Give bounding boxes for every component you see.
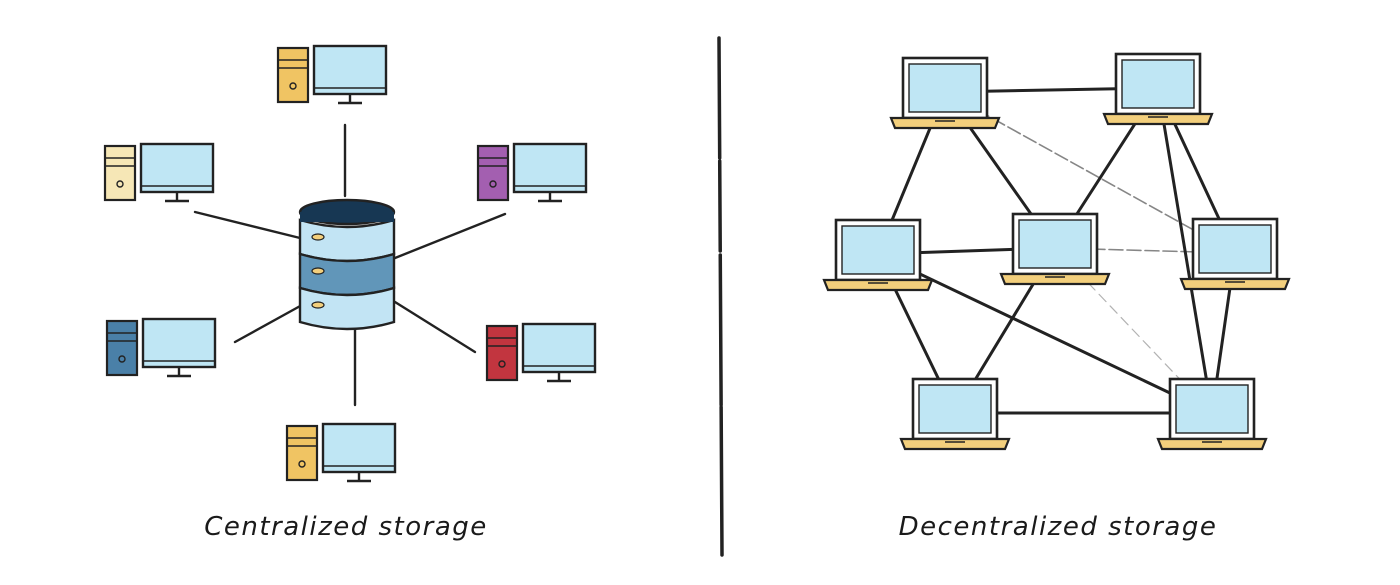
centralized-caption: Centralized storage: [204, 512, 488, 542]
spoke-line-lower-right: [393, 300, 477, 354]
power-icon: [116, 180, 124, 188]
laptop-screen: [908, 63, 982, 113]
laptop-node-G: [1156, 377, 1268, 451]
database-band: [298, 218, 396, 263]
laptop-screen: [1198, 224, 1272, 274]
laptop-node-F: [899, 377, 1011, 451]
link-B-G: [1156, 86, 1214, 415]
laptop-node-C: [822, 218, 934, 292]
power-icon: [489, 180, 497, 188]
database-slot: [311, 233, 325, 241]
tower-icon: [105, 319, 139, 377]
laptop-base: [1102, 112, 1214, 126]
monitor-screen: [321, 422, 397, 474]
tower-icon: [285, 424, 319, 482]
laptop-base: [899, 437, 1011, 451]
laptop-base: [1156, 437, 1268, 451]
database-band: [298, 286, 396, 331]
laptop-screen: [841, 225, 915, 275]
link-C-G: [876, 252, 1214, 415]
laptop-screen: [1121, 59, 1195, 109]
monitor-screen: [141, 317, 217, 369]
database-lid-side: [300, 212, 394, 222]
laptop-screen: [918, 384, 992, 434]
laptop-base: [822, 278, 934, 292]
spoke-line-upper-right: [393, 212, 507, 260]
spoke-line-lower-left: [233, 303, 304, 344]
laptop-screen: [1018, 219, 1092, 269]
divider-line: [717, 36, 724, 557]
laptop-node-E: [1179, 217, 1291, 291]
monitor-screen: [312, 44, 388, 96]
client-computer-lower-left: [105, 317, 217, 378]
power-icon: [118, 355, 126, 363]
database-band: [298, 252, 396, 297]
laptop-base: [999, 272, 1111, 286]
monitor-screen: [521, 322, 597, 374]
laptop-node-A: [889, 56, 1001, 130]
power-icon: [289, 82, 297, 90]
laptop-node-B: [1102, 52, 1214, 126]
laptop-base: [889, 116, 1001, 130]
laptop-base: [1179, 277, 1291, 291]
decentralized-caption: Decentralized storage: [898, 512, 1218, 542]
client-computer-upper-left: [103, 142, 215, 203]
tower-icon: [476, 144, 510, 202]
monitor-screen: [512, 142, 588, 194]
spoke-line-upper-left: [193, 210, 302, 240]
client-computer-lower-right: [485, 322, 597, 383]
tower-icon: [103, 144, 137, 202]
laptop-screen: [1175, 384, 1249, 434]
database-icon: [298, 198, 396, 331]
tower-icon: [276, 46, 310, 104]
client-computer-bottom: [285, 422, 397, 483]
monitor-screen: [139, 142, 215, 194]
power-icon: [498, 360, 506, 368]
database-slot: [311, 267, 325, 275]
power-icon: [298, 460, 306, 468]
client-computer-upper-right: [476, 142, 588, 203]
database-slot: [311, 301, 325, 309]
laptop-node-D: [999, 212, 1111, 286]
client-computer-top: [276, 44, 388, 105]
tower-icon: [485, 324, 519, 382]
